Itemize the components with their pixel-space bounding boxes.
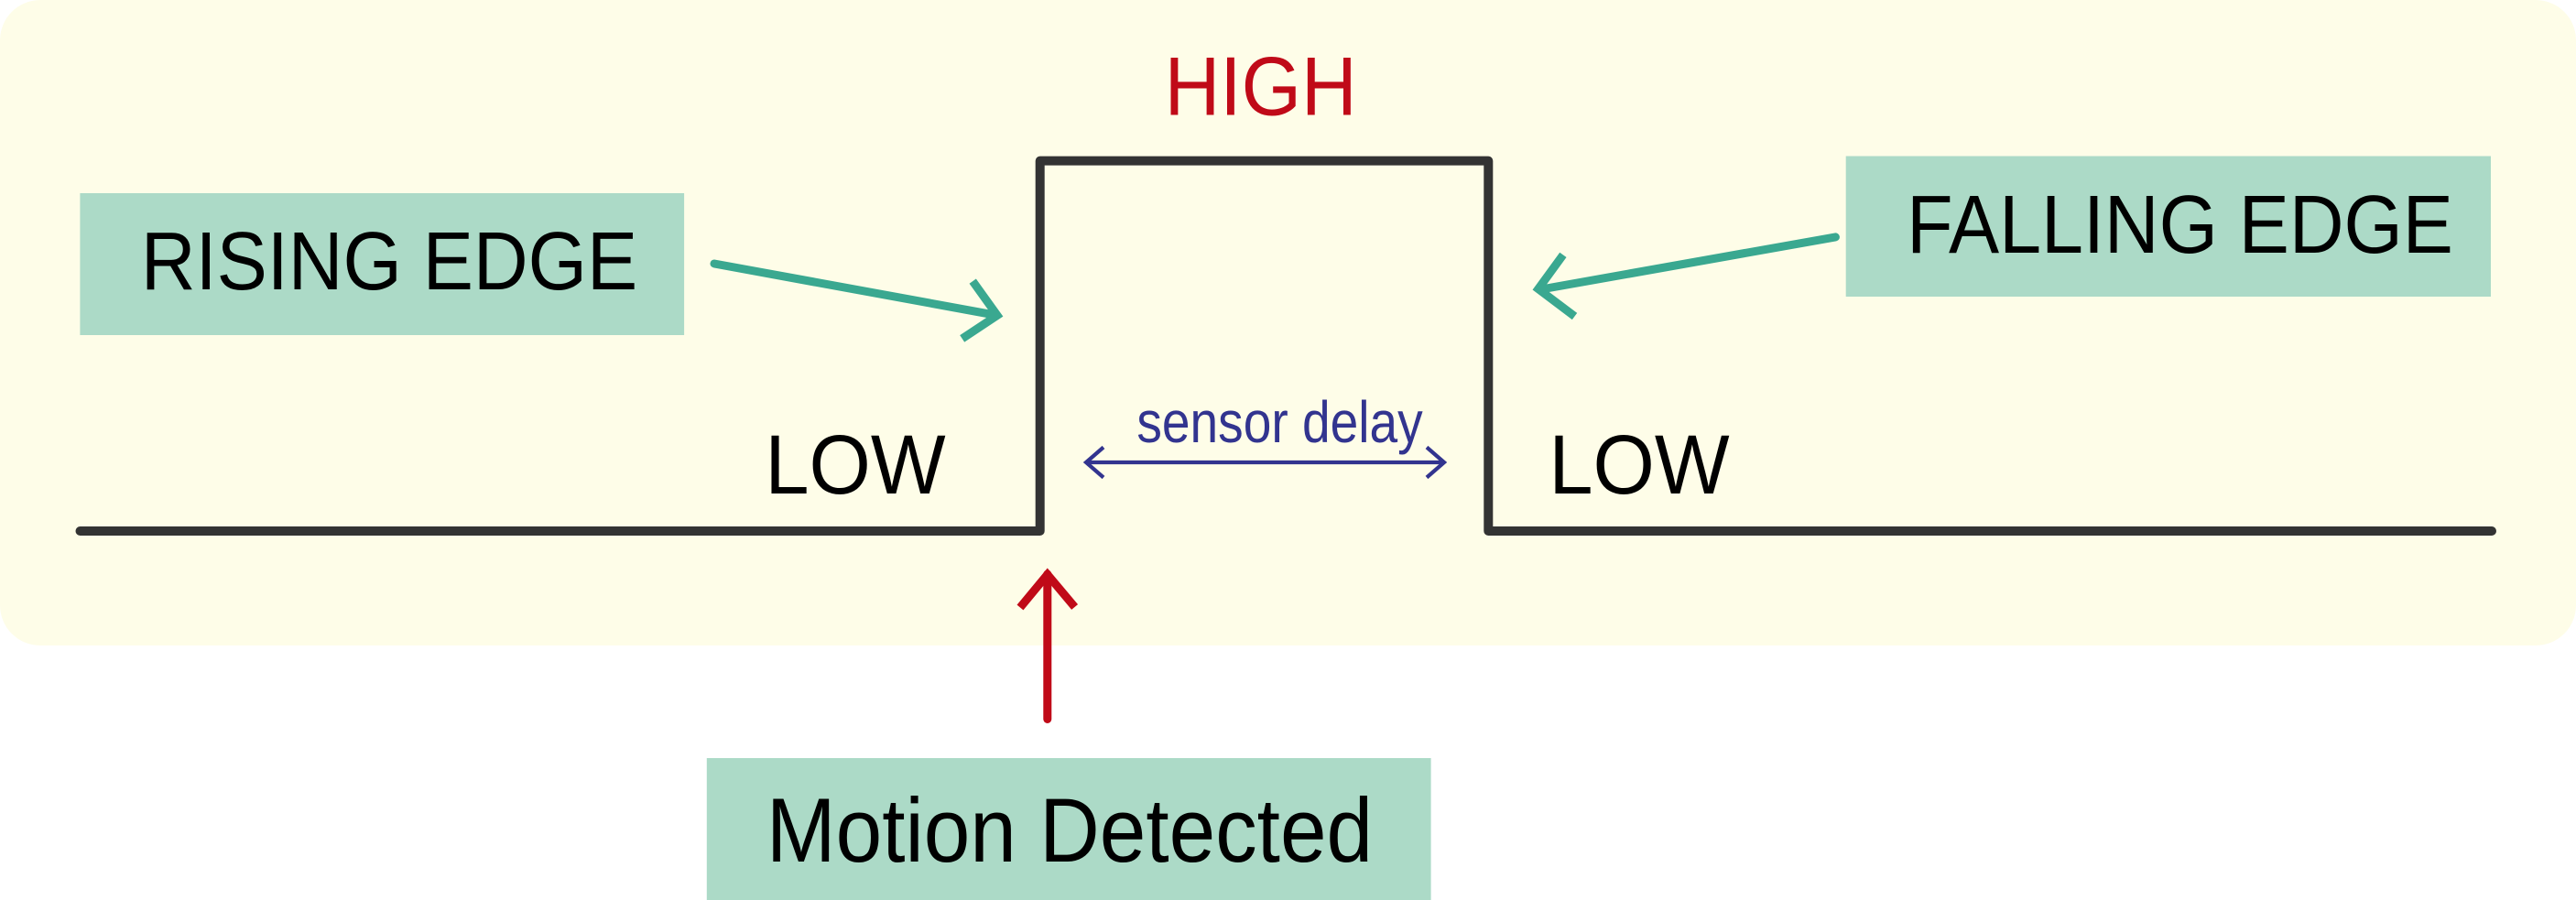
svg-text:LOW: LOW bbox=[765, 417, 945, 512]
svg-text:HIGH: HIGH bbox=[1165, 39, 1357, 133]
svg-text:sensor delay: sensor delay bbox=[1136, 389, 1422, 455]
svg-text:FALLING EDGE: FALLING EDGE bbox=[1907, 179, 2453, 271]
svg-text:Motion Detected: Motion Detected bbox=[766, 780, 1373, 881]
svg-text:RISING EDGE: RISING EDGE bbox=[141, 216, 637, 308]
svg-text:LOW: LOW bbox=[1549, 417, 1729, 512]
